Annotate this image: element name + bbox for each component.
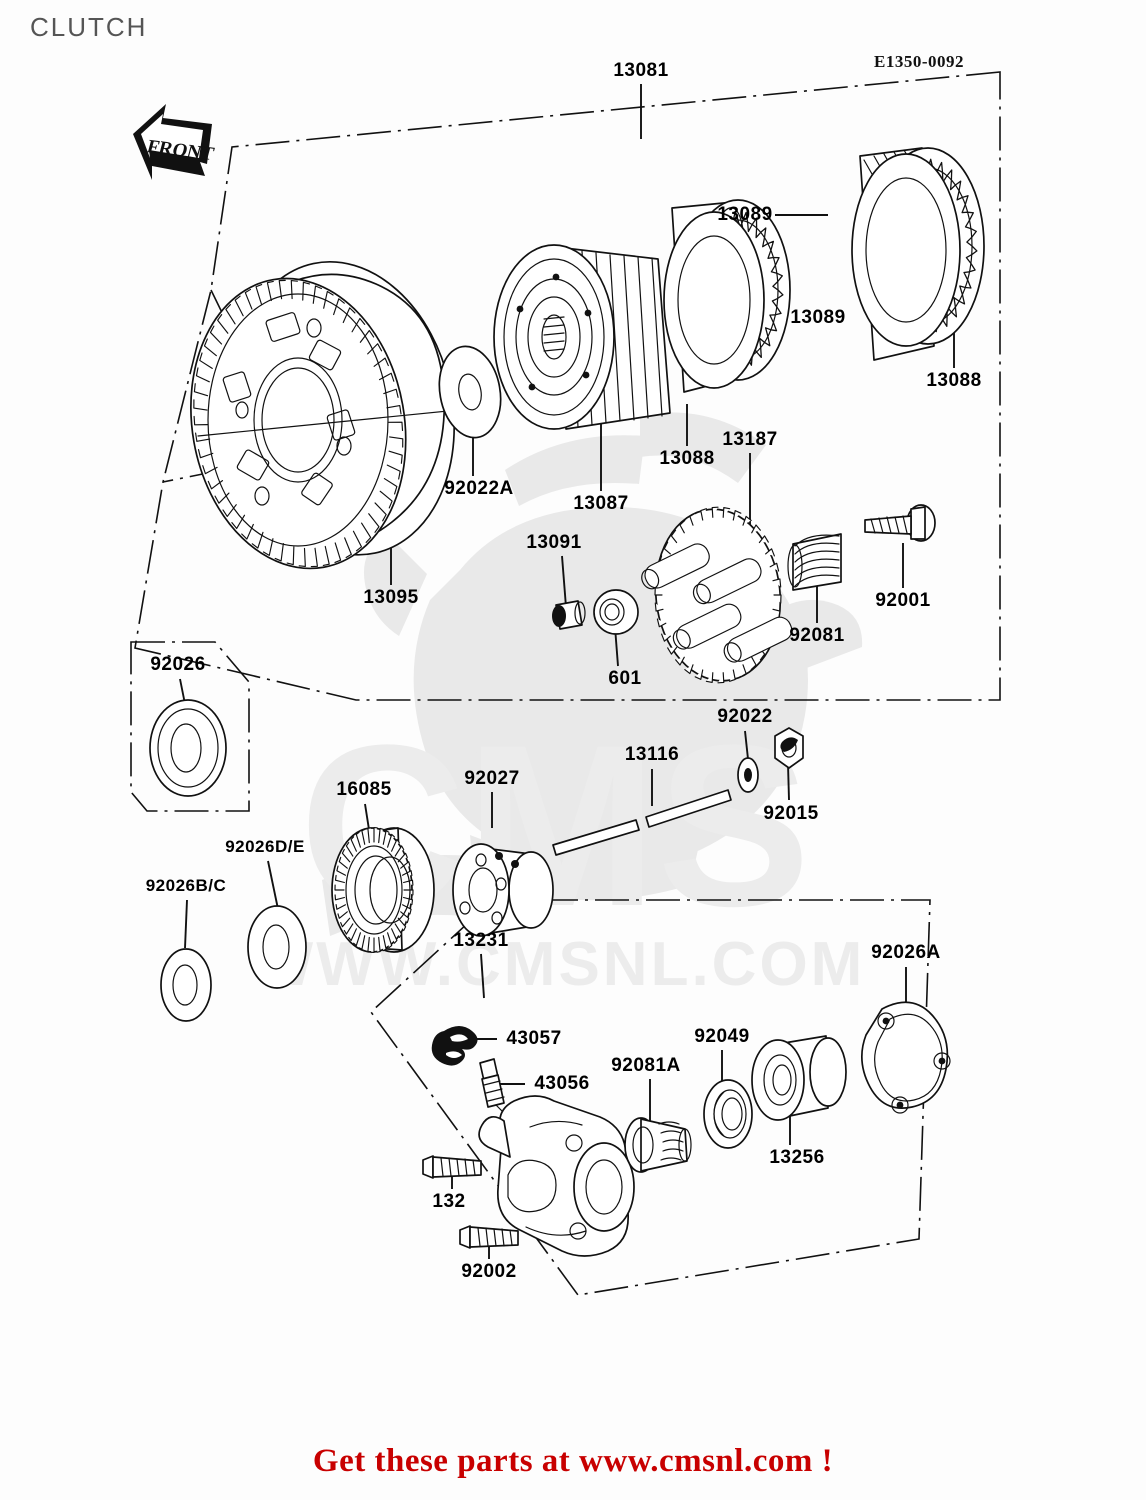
leader-92022 — [745, 731, 748, 759]
leader-92026DE — [268, 861, 278, 909]
part-label-13256[interactable]: 13256 — [769, 1147, 825, 1168]
leader-92015 — [788, 764, 789, 800]
part-label-13187[interactable]: 13187 — [722, 429, 778, 450]
footer-cta: Get these parts at www.cmsnl.com ! — [312, 1443, 834, 1479]
page-title: CLUTCH — [30, 12, 148, 42]
part-label-13087[interactable]: 13087 — [573, 493, 629, 514]
part-label-92049[interactable]: 92049 — [694, 1026, 750, 1047]
part-132-bolt — [423, 1156, 481, 1178]
part-label-13091[interactable]: 13091 — [526, 532, 582, 553]
part-label-92026DE[interactable]: 92026D/E — [225, 837, 305, 856]
part-label-92001[interactable]: 92001 — [875, 590, 931, 611]
part-92081A-spring — [625, 1118, 691, 1172]
part-label-132[interactable]: 132 — [432, 1191, 466, 1212]
part-label-13081[interactable]: 13081 — [613, 60, 669, 81]
part-label-601[interactable]: 601 — [608, 668, 642, 689]
part-label-16085[interactable]: 16085 — [336, 779, 392, 800]
part-92022A-washer — [432, 341, 507, 442]
part-label-13089b[interactable]: 13089 — [790, 307, 846, 328]
part-92022-washer — [738, 758, 758, 792]
part-92001-bolt — [865, 505, 935, 541]
part-13088-steel-plate-a — [664, 212, 764, 388]
part-92015-nut — [775, 728, 803, 768]
part-label-92022A[interactable]: 92022A — [444, 478, 514, 499]
part-13116-push-rod — [553, 790, 731, 855]
part-92026DE-shim — [248, 906, 306, 988]
part-92002-bolt — [460, 1226, 518, 1248]
part-label-92022[interactable]: 92022 — [717, 706, 773, 727]
group-box-clutch-main — [135, 72, 1000, 700]
part-92027-collar — [453, 844, 553, 936]
part-label-43057[interactable]: 43057 — [506, 1028, 562, 1049]
part-13095-clutch-housing — [169, 241, 498, 586]
part-92049-oil-seal — [704, 1080, 752, 1148]
group-box-13231 — [371, 900, 930, 1295]
part-label-13089a[interactable]: 13089 — [717, 204, 773, 225]
part-label-92026A[interactable]: 92026A — [871, 942, 941, 963]
part-label-13088b[interactable]: 13088 — [659, 448, 715, 469]
part-13091-pin — [552, 601, 585, 629]
diagram-code: E1350-0092 — [874, 52, 964, 71]
part-16085-gear — [332, 828, 434, 953]
part-43056-bleed-screw — [480, 1059, 518, 1127]
leader-92026BC — [185, 900, 187, 948]
part-13088-steel-plate-b — [852, 154, 960, 346]
part-92026-shim — [150, 700, 226, 796]
part-13231-release-cylinder — [479, 1096, 634, 1256]
part-label-92026[interactable]: 92026 — [150, 654, 206, 675]
part-label-92027[interactable]: 92027 — [464, 768, 520, 789]
part-label-43056[interactable]: 43056 — [534, 1073, 590, 1094]
part-601-steel-ball — [594, 590, 638, 634]
part-92026BC-shim — [161, 949, 211, 1021]
part-label-13116[interactable]: 13116 — [624, 744, 680, 765]
part-label-92081A[interactable]: 92081A — [611, 1055, 681, 1076]
front-direction-marker: FRONT — [133, 104, 216, 180]
part-label-92002[interactable]: 92002 — [461, 1261, 517, 1282]
leader-13231 — [481, 954, 484, 998]
leader-13091 — [562, 556, 566, 607]
part-label-13088[interactable]: 13088 — [926, 370, 982, 391]
part-label-92015[interactable]: 92015 — [763, 803, 819, 824]
part-label-92081[interactable]: 92081 — [789, 625, 845, 646]
part-label-13231[interactable]: 13231 — [453, 930, 509, 951]
part-43057-clip — [431, 1026, 478, 1066]
part-13087-clutch-hub — [494, 245, 670, 429]
part-92081-clutch-spring — [788, 534, 841, 590]
part-label-92026BC[interactable]: 92026B/C — [145, 876, 227, 895]
group-box-92026 — [131, 642, 249, 811]
part-label-13095[interactable]: 13095 — [363, 587, 419, 608]
part-13187-pressure-plate — [639, 503, 796, 687]
part-13256-piston — [752, 1036, 846, 1120]
part-92026A-gasket — [862, 1002, 950, 1113]
